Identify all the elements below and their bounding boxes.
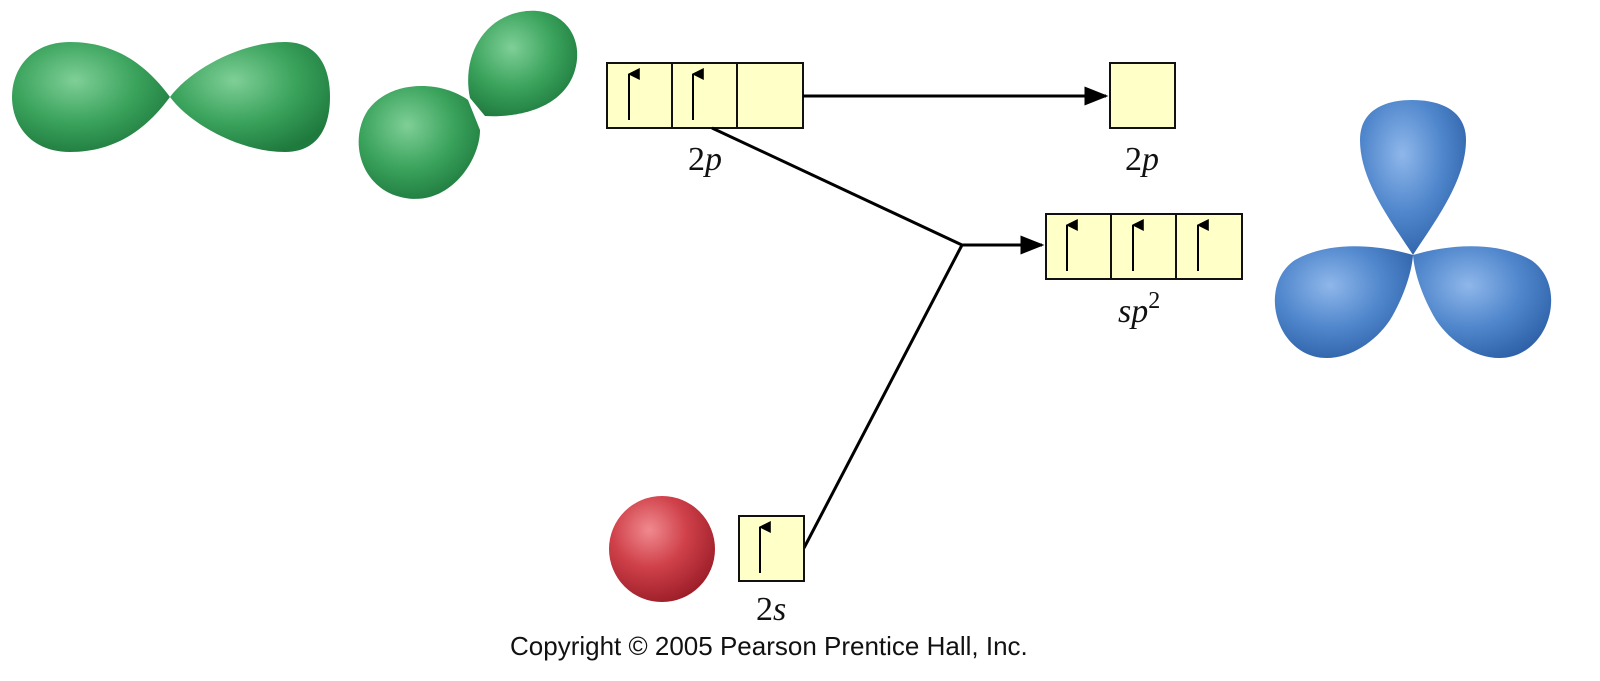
copyright-notice: Copyright © 2005 Pearson Prentice Hall, … <box>510 631 1028 661</box>
orbital-box-2p-source <box>606 62 804 129</box>
orbital-box-2p-2 <box>671 62 738 129</box>
orbital-box-sp2-3 <box>1175 213 1243 280</box>
s-orbital-sphere <box>609 496 715 602</box>
label-sp2: sp2 <box>1118 288 1160 330</box>
orbital-box-2s <box>738 515 805 582</box>
orbital-box-sp2-2 <box>1110 213 1177 280</box>
line-2s-to-junction <box>802 244 964 549</box>
orbital-box-sp2-1 <box>1045 213 1112 280</box>
line-2p-to-junction <box>711 126 963 247</box>
orbital-box-sp2 <box>1045 213 1243 280</box>
p-orbital-tilted <box>358 10 578 199</box>
p-orbital-horizontal <box>12 42 330 152</box>
label-2p-right: 2p <box>1125 141 1159 178</box>
orbital-box-2p-remaining <box>1109 62 1176 129</box>
sp2-orbital-trigonal <box>1274 100 1552 359</box>
orbital-box-2p-3 <box>736 62 804 129</box>
label-2p-top: 2p <box>688 141 722 178</box>
orbital-box-2p-1 <box>606 62 673 129</box>
label-2s: 2s <box>756 591 786 628</box>
